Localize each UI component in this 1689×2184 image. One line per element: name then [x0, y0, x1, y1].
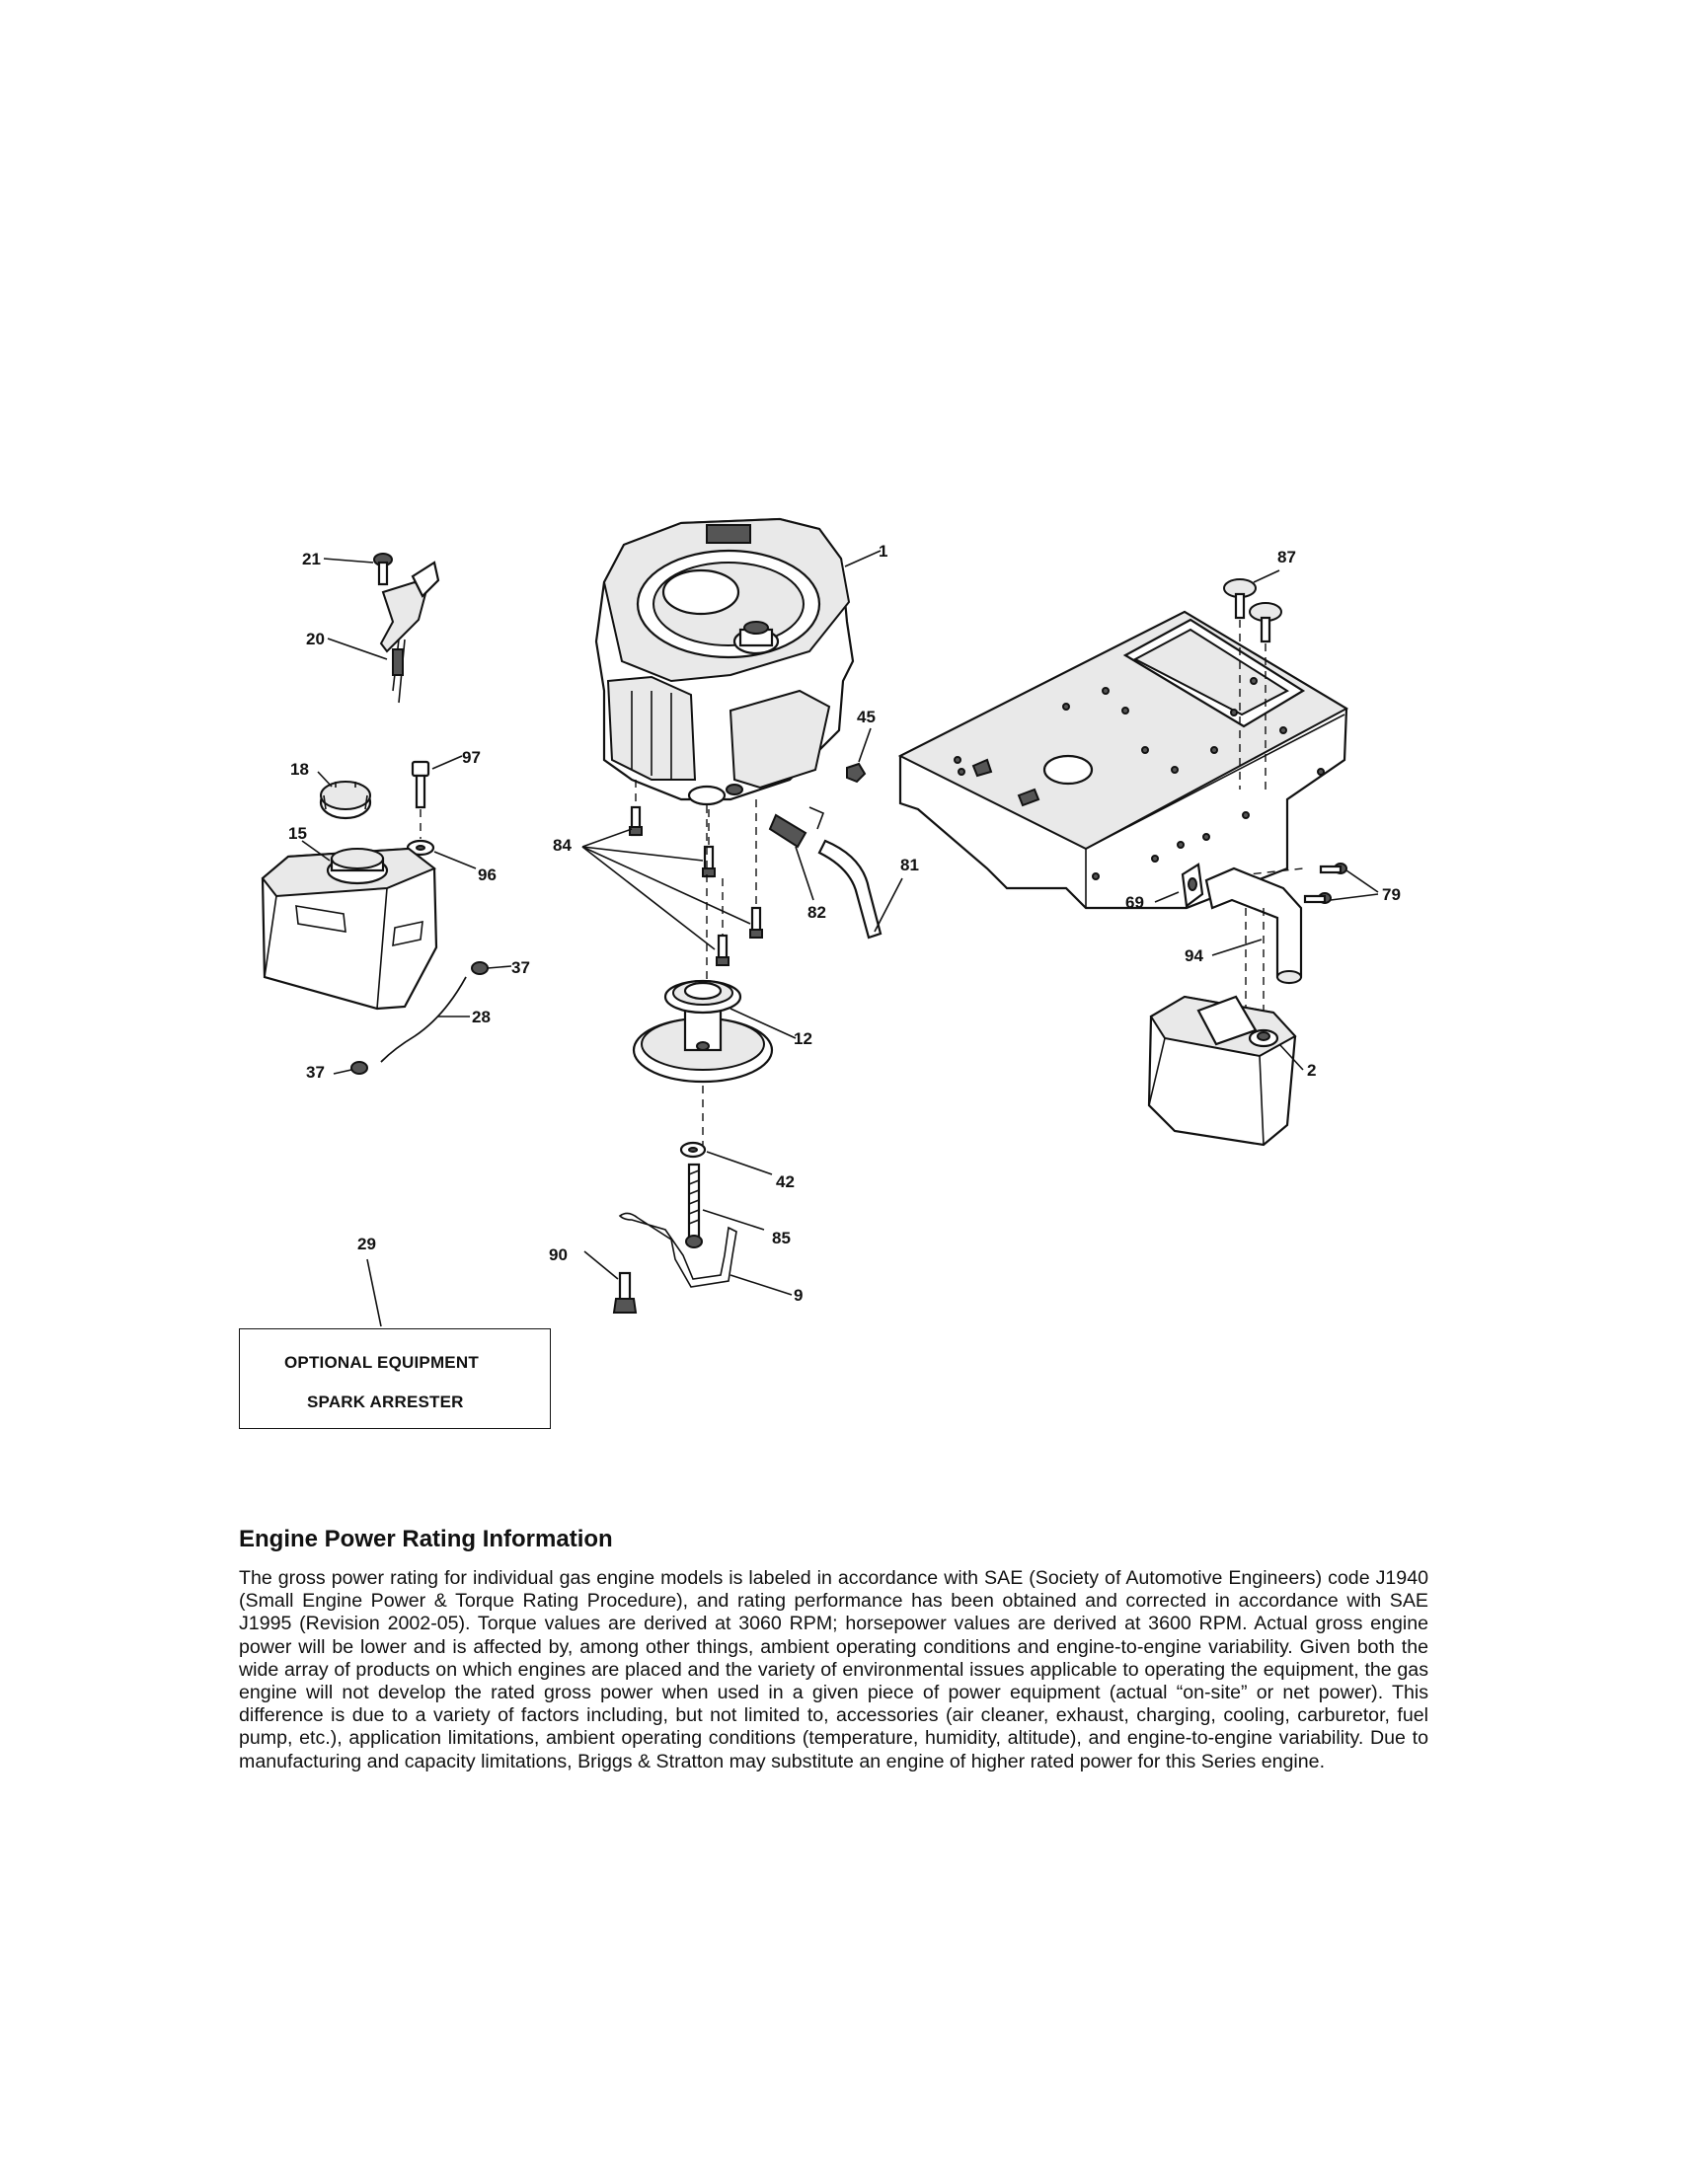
callout-85: 85	[772, 1229, 791, 1247]
callout-37-lower: 37	[306, 1063, 325, 1082]
callout-37-upper: 37	[511, 958, 530, 977]
section-title: Engine Power Rating Information	[239, 1526, 613, 1552]
spark-arrester-label: SPARK ARRESTER	[307, 1393, 464, 1411]
throttle-control-assembly	[379, 561, 440, 704]
callout-18: 18	[290, 760, 309, 779]
washer-42	[679, 1141, 707, 1159]
engine-power-rating-section: Engine Power Rating Information The gros…	[239, 1526, 1428, 1773]
nut-45	[846, 762, 867, 784]
tube-81	[817, 839, 883, 940]
engine-pulley	[632, 979, 774, 1084]
callout-81: 81	[900, 856, 919, 874]
shoulder-bolts-87	[1223, 578, 1282, 643]
callout-84: 84	[553, 836, 572, 855]
callout-90: 90	[549, 1245, 568, 1264]
gasket-69	[1181, 863, 1204, 909]
clamp-37-upper	[471, 961, 489, 975]
callout-94: 94	[1185, 946, 1203, 965]
engine	[594, 517, 855, 806]
section-body-text: The gross power rating for individual ga…	[239, 1567, 1428, 1772]
callout-96: 96	[478, 866, 497, 884]
washer-96	[406, 839, 435, 857]
belt-guide-bracket	[618, 1212, 737, 1288]
callout-9: 9	[794, 1286, 803, 1305]
bolt-90	[612, 1271, 638, 1314]
callout-82: 82	[807, 903, 826, 922]
callout-12: 12	[794, 1029, 812, 1048]
optional-equipment-box: OPTIONAL EQUIPMENT SPARK ARRESTER	[239, 1328, 551, 1429]
bolt-85	[685, 1163, 703, 1248]
callout-97: 97	[462, 748, 481, 767]
exhaust-pipe-94	[1204, 866, 1303, 985]
engine-bolts-84	[629, 805, 763, 966]
callout-2: 2	[1307, 1061, 1316, 1080]
muffler	[1147, 995, 1297, 1147]
bolt-97	[411, 760, 430, 809]
bolt-21	[373, 553, 393, 586]
exploded-parts-diagram: 21 20 18 97 96 15 37 28	[261, 517, 1401, 1327]
fuel-cap	[319, 781, 372, 820]
optional-equipment-label: OPTIONAL EQUIPMENT	[284, 1353, 479, 1372]
callout-20: 20	[306, 630, 325, 648]
fuel-tank	[261, 847, 438, 1011]
callout-42: 42	[776, 1172, 795, 1191]
callout-69: 69	[1125, 893, 1144, 912]
fuel-fitting-82	[768, 806, 825, 849]
callout-15: 15	[288, 824, 307, 843]
chassis-plate	[897, 610, 1349, 910]
callout-79: 79	[1382, 885, 1401, 904]
callout-21: 21	[302, 550, 321, 568]
clamp-37-lower	[350, 1061, 368, 1075]
callout-45: 45	[857, 708, 876, 726]
callout-28: 28	[472, 1008, 491, 1026]
callout-29: 29	[357, 1235, 376, 1253]
callout-1: 1	[879, 542, 887, 561]
callout-87: 87	[1277, 548, 1296, 566]
screws-79	[1303, 863, 1347, 904]
